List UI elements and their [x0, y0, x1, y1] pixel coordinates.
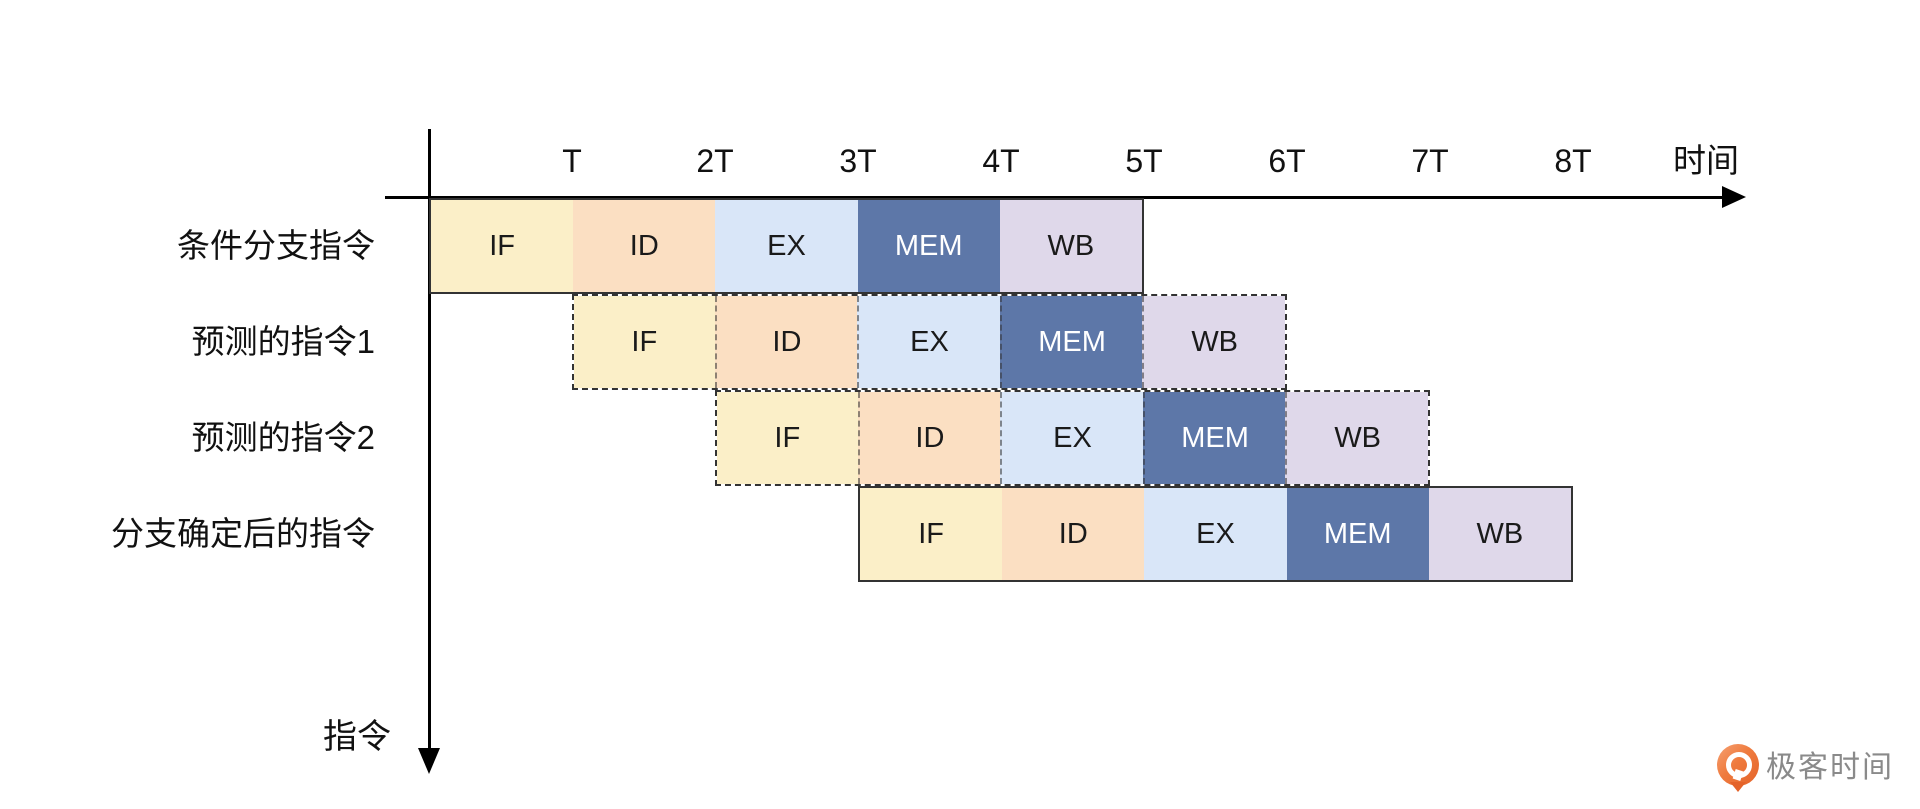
time-axis-label: 时间	[1673, 142, 1739, 179]
stage-cell: ID	[857, 392, 1001, 484]
tick-label: 7T	[1411, 143, 1449, 179]
geektime-logo-icon	[1716, 744, 1760, 792]
tick-label: 5T	[1125, 143, 1163, 179]
stage-cell: MEM	[857, 200, 1000, 292]
instruction-axis-arrow-icon	[418, 748, 440, 774]
pipeline-row-predicted-2: IF ID EX MEM WB	[715, 390, 1430, 486]
stage-cell: WB	[1428, 488, 1572, 580]
pipeline-row-predicted-1: IF ID EX MEM WB	[572, 294, 1287, 390]
tick-label: 8T	[1554, 143, 1592, 179]
stage-cell: MEM	[999, 296, 1143, 388]
tick-label: 2T	[696, 143, 734, 179]
stage-cell: IF	[431, 200, 574, 292]
row-label-predicted-2: 预测的指令2	[191, 419, 375, 456]
time-axis-line	[385, 196, 1722, 199]
time-axis-arrow-icon	[1722, 186, 1746, 208]
pipeline-row-conditional-branch: IF ID EX MEM WB	[429, 198, 1144, 294]
stage-cell: EX	[1144, 488, 1287, 580]
stage-cell: MEM	[1286, 488, 1429, 580]
instruction-axis-label: 指令	[323, 718, 391, 756]
stage-cell: ID	[714, 296, 858, 388]
stage-cell: WB	[999, 200, 1143, 292]
stage-cell: ID	[1002, 488, 1145, 580]
stage-cell: MEM	[1142, 392, 1286, 484]
tick-label: 4T	[982, 143, 1020, 179]
stage-cell: WB	[1142, 296, 1285, 388]
geektime-logo: 极客时间	[1716, 742, 1916, 794]
pipeline-row-after-branch-resolved: IF ID EX MEM WB	[858, 486, 1573, 582]
stage-cell: EX	[1000, 392, 1143, 484]
stage-cell: WB	[1285, 392, 1428, 484]
instruction-axis-line	[428, 129, 431, 748]
stage-cell: IF	[574, 296, 715, 388]
row-label-conditional-branch: 条件分支指令	[177, 227, 375, 264]
stage-cell: IF	[860, 488, 1003, 580]
stage-cell: IF	[717, 392, 858, 484]
stage-cell: ID	[573, 200, 716, 292]
tick-label: 6T	[1268, 143, 1306, 179]
row-label-predicted-1: 预测的指令1	[191, 323, 375, 360]
stage-cell: EX	[857, 296, 1000, 388]
stage-cell: EX	[715, 200, 858, 292]
row-label-after-branch-resolved: 分支确定后的指令	[111, 515, 375, 552]
tick-label: T	[562, 143, 582, 179]
tick-label: 3T	[839, 143, 877, 179]
geektime-logo-text: 极客时间	[1766, 751, 1894, 784]
